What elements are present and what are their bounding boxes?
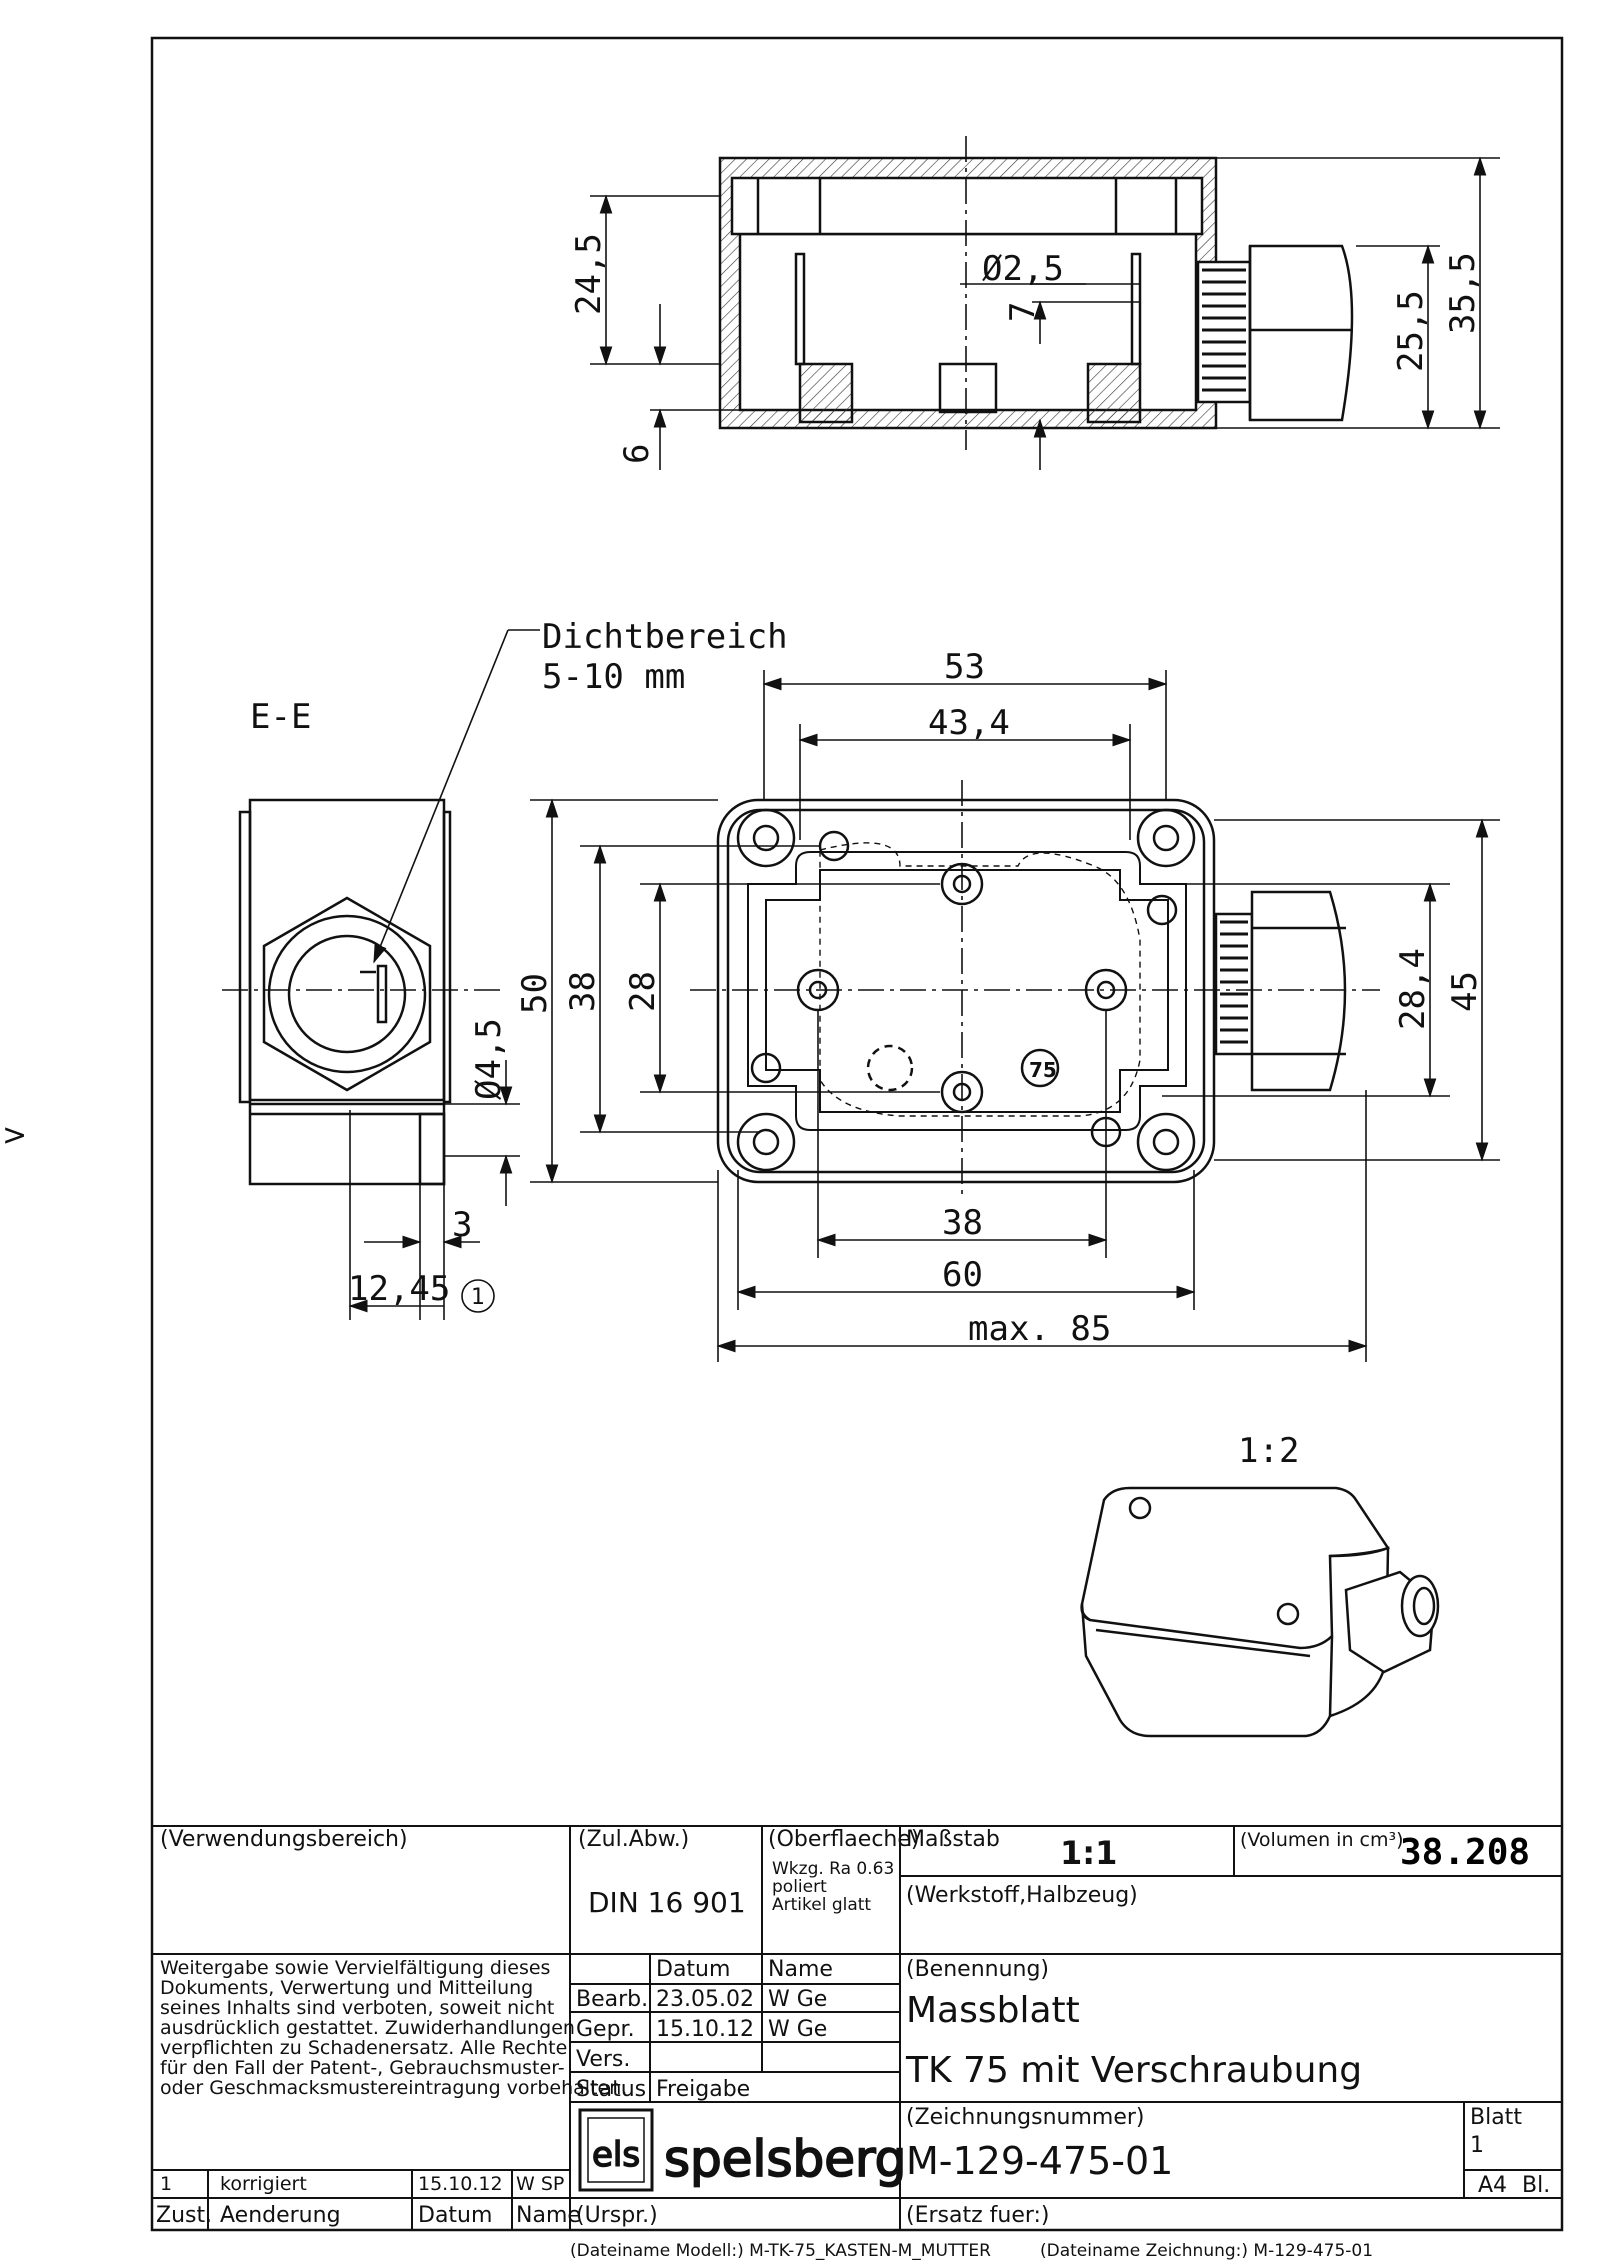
dim-35-5: 35,5 bbox=[1443, 252, 1483, 334]
dim-12-45: 12,45 bbox=[348, 1269, 450, 1309]
dim-53: 53 bbox=[944, 647, 985, 687]
gepr-name: W Ge bbox=[768, 2017, 827, 2042]
blatt-value: 1 bbox=[1470, 2133, 1484, 2158]
dim-38-horizontal: 38 bbox=[942, 1203, 983, 1243]
bearb-label: Bearb. bbox=[576, 1987, 648, 2012]
verwendungsbereich-label: (Verwendungsbereich) bbox=[160, 1827, 408, 1852]
svg-text:Weitergabe sowie Vervielfältig: Weitergabe sowie Vervielfältigung dieses bbox=[160, 1957, 550, 1979]
name2-header: Name bbox=[516, 2203, 581, 2228]
bearb-datum: 23.05.02 bbox=[656, 1987, 754, 2012]
isometric-view bbox=[1080, 1486, 1440, 1738]
logo-els: els bbox=[592, 2135, 640, 2175]
oberflaeche-label: (Oberflaeche) bbox=[768, 1827, 919, 1852]
massstab-value: 1:1 bbox=[1060, 1834, 1117, 1872]
bearb-name: W Ge bbox=[768, 1987, 827, 2012]
zul-abw-label: (Zul.Abw.) bbox=[578, 1827, 689, 1852]
svg-text:seines Inhalts sind verboten,: seines Inhalts sind verboten, soweit nic… bbox=[160, 1997, 554, 2019]
volumen-value: 38.208 bbox=[1400, 1832, 1530, 1873]
dim-60: 60 bbox=[942, 1255, 983, 1295]
top-section-view bbox=[718, 156, 1354, 430]
seal-label-line-1: Dichtbereich bbox=[542, 617, 788, 657]
revision-number: 1 bbox=[160, 2173, 172, 2195]
blatt-label: Blatt bbox=[1470, 2105, 1522, 2130]
dim-28-4: 28,4 bbox=[1393, 948, 1433, 1030]
status-value: Freigabe bbox=[656, 2077, 750, 2102]
front-view bbox=[716, 798, 1347, 1184]
werkstoff-label: (Werkstoff,Halbzeug) bbox=[906, 1883, 1138, 1908]
oberflaeche-line-3: Artikel glatt bbox=[772, 1895, 871, 1915]
paper-format: A4 bbox=[1478, 2173, 1507, 2198]
sheet-border bbox=[150, 36, 1564, 2232]
dim-43-4: 43,4 bbox=[928, 703, 1010, 743]
oberflaeche-line-1: Wkzg. Ra 0.63 bbox=[772, 1859, 894, 1879]
revision-date: 15.10.12 bbox=[418, 2173, 503, 2195]
urspr-label: (Urspr.) bbox=[576, 2203, 658, 2228]
revision-name: W SP bbox=[516, 2173, 564, 2195]
zeichnungsnummer-label: (Zeichnungsnummer) bbox=[906, 2105, 1145, 2130]
dim-28-vertical: 28 bbox=[623, 971, 663, 1012]
aenderung-header: Aenderung bbox=[220, 2203, 341, 2228]
view-title-e-e: E-E bbox=[250, 697, 311, 737]
dim-50: 50 bbox=[515, 973, 555, 1014]
dim-38-vertical: 38 bbox=[563, 971, 603, 1012]
ersatz-label: (Ersatz fuer:) bbox=[906, 2203, 1050, 2228]
svg-text:ausdrücklich gestattet. Zuwide: ausdrücklich gestattet. Zuwiderhandlunge… bbox=[160, 2017, 575, 2039]
legal-notice: Weitergabe sowie Vervielfältigung dieses… bbox=[160, 1957, 627, 2099]
drawing-title-2: TK 75 mit Verschraubung bbox=[905, 2050, 1362, 2091]
front-view-dimension-lines bbox=[530, 670, 1500, 1362]
side-view-dimension-lines bbox=[222, 629, 540, 1320]
title-block-grid bbox=[152, 1825, 1562, 2230]
datum2-header: Datum bbox=[418, 2203, 492, 2228]
seal-label-line-2: 5-10 mm bbox=[542, 657, 685, 697]
dim-dia-2-5: Ø2,5 bbox=[982, 249, 1064, 289]
benennung-label: (Benennung) bbox=[906, 1957, 1049, 1982]
status-label: Status bbox=[576, 2077, 646, 2102]
datum-header: Datum bbox=[656, 1957, 730, 1982]
side-view bbox=[238, 798, 452, 1186]
dim-3: 3 bbox=[452, 1205, 472, 1245]
oberflaeche-line-2: poliert bbox=[772, 1877, 827, 1897]
massstab-label: Maßstab bbox=[906, 1827, 1000, 1852]
drawing-title-1: Massblatt bbox=[906, 1990, 1080, 2031]
svg-text:für den Fall der Patent-, Gebr: für den Fall der Patent-, Gebrauchsmuste… bbox=[160, 2057, 565, 2079]
drawing-number: M-129-475-01 bbox=[906, 2139, 1173, 2183]
left-margin-mark: > bbox=[2, 1118, 27, 1153]
model-filename: (Dateiname Modell:) M-TK-75_KASTEN-M_MUT… bbox=[570, 2241, 991, 2261]
dim-25-5: 25,5 bbox=[1391, 290, 1431, 372]
tolerance-standard: DIN 16 901 bbox=[588, 1886, 746, 1919]
gepr-label: Gepr. bbox=[576, 2017, 635, 2042]
blatt-suffix: Bl. bbox=[1522, 2173, 1550, 2198]
marking-75: 75 bbox=[1029, 1058, 1057, 1082]
top-view-dimension-lines bbox=[590, 136, 1500, 470]
gepr-datum: 15.10.12 bbox=[656, 2017, 754, 2042]
dim-45: 45 bbox=[1445, 971, 1485, 1012]
dim-6: 6 bbox=[617, 444, 657, 464]
zust-header: Zust. bbox=[156, 2203, 212, 2228]
dim-24-5: 24,5 bbox=[569, 233, 609, 315]
drawing-filename: (Dateiname Zeichnung:) M-129-475-01 bbox=[1040, 2241, 1373, 2261]
logo-spelsberg: spelsberg bbox=[664, 2130, 906, 2188]
svg-text:Dokuments, Verwertung und Mitt: Dokuments, Verwertung und Mitteilung bbox=[160, 1977, 533, 1999]
iso-scale-label: 1:2 bbox=[1238, 1431, 1299, 1471]
vers-label: Vers. bbox=[576, 2047, 630, 2072]
volumen-label: (Volumen in cm³) bbox=[1240, 1829, 1404, 1851]
balloon-1: 1 bbox=[471, 1285, 485, 1310]
dim-max-85: max. 85 bbox=[968, 1309, 1111, 1349]
dim-dia-4-5: Ø4,5 bbox=[469, 1018, 509, 1100]
dim-7: 7 bbox=[1003, 302, 1043, 322]
svg-text:oder Geschmacksmustereintragun: oder Geschmacksmustereintragung vorbehal… bbox=[160, 2077, 627, 2099]
name-header: Name bbox=[768, 1957, 833, 1982]
svg-text:verpflichten zu Schadenersatz.: verpflichten zu Schadenersatz. Alle Rech… bbox=[160, 2037, 567, 2059]
revision-text: korrigiert bbox=[220, 2173, 307, 2195]
company-logo: els spelsberg bbox=[578, 2108, 907, 2192]
